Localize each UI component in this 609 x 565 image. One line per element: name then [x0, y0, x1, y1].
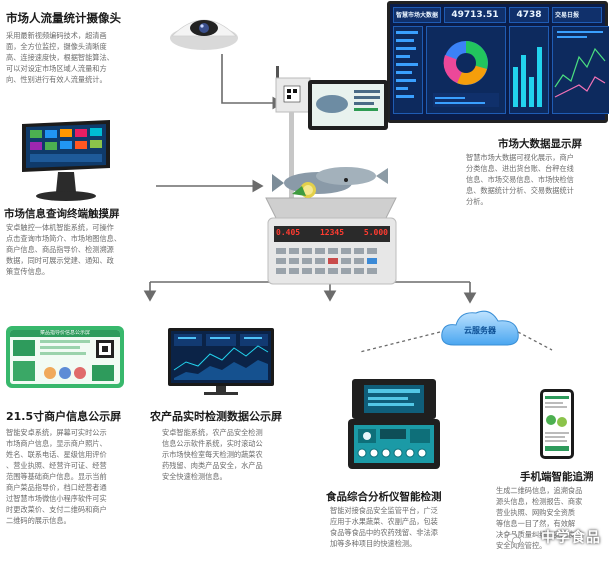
merchant-desc: 智能安卓系统，屏幕可实时公示 市场商户信息，显示商户照片、 姓名、联系电话、星级…	[6, 427, 156, 526]
scale-body-icon	[265, 66, 397, 285]
analyzer-desc-line: 应用于水果蔬菜、农副产品，包装	[330, 517, 438, 526]
merchant-desc-line: 、营业执照、经营许可证、经营	[6, 461, 107, 470]
merchant-desc-line: 二维码的展示信息。	[6, 516, 71, 525]
mobile-phone	[540, 389, 574, 459]
camera-desc-line: 高、连接速度快，根据智能算法、	[6, 53, 114, 62]
scale-price: 0.405	[276, 228, 301, 237]
wechat-icon	[507, 533, 521, 545]
produce-desc-line: 安全快速检测信息。	[162, 472, 227, 481]
bigdata-title: 市场大数据显示屏	[498, 138, 582, 150]
mobile-title: 手机端智能追溯	[520, 471, 594, 483]
merchant-info-screen: 菜品指导价信息公示屏	[6, 326, 124, 388]
mobile-desc-line: 营业执照、网购安全资质	[496, 508, 576, 517]
kiosk-desc-line: 安卓触控一体机智能系统，可操作	[6, 223, 114, 232]
cloud-label: 云服务器	[464, 326, 496, 335]
camera-desc-line: 面，全方位监控，摄像头清晰度	[6, 42, 107, 51]
merchant-title: 21.5寸商户信息公示屏	[6, 410, 122, 423]
analyzer-desc-line: 加等多种项目的快速检测。	[330, 539, 417, 548]
merchant-desc-line: 过智慧市场微信小程序软件可实	[6, 494, 107, 503]
bigscreen-line-icon	[554, 31, 606, 98]
mobile-desc-line: 等信息一目了然，有效解	[496, 519, 576, 528]
bigdata-screen: 智慧市场大数据 49713.51 4738 交易日报	[387, 1, 609, 123]
arrow-camera-to-scale	[221, 54, 284, 110]
cloud-icon	[441, 310, 519, 346]
merchant-desc-line: 商户菜品指导价，档口经营者通	[6, 483, 107, 492]
mobile-desc-line: 决食品质量纠纷，实现食品	[496, 530, 583, 539]
merchant-desc-line: 范围等基础商户信息。显示当前	[6, 472, 107, 481]
bigscreen-stat2: 4738	[509, 7, 549, 23]
smart-scale: 0.405 12345 5.000	[262, 58, 402, 294]
camera-desc-line: 采用最新视频编码技术，超清画	[6, 31, 107, 40]
kiosk-desc-line: 商户信息、商品指导价、检测溯源	[6, 245, 114, 254]
bigscreen-stat1: 49713.51	[444, 7, 506, 23]
merchant-desc-line: 市场商户信息，显示商户照片、	[6, 439, 107, 448]
dome-camera-icon	[170, 19, 238, 50]
bigscreen-panel-right: 交易日报	[552, 7, 602, 23]
produce-detection-monitor-icon	[168, 328, 274, 395]
camera-title: 市场人流量统计摄像头	[6, 11, 121, 25]
merchant-desc-line: 智能安卓系统，屏幕可实时公示	[6, 428, 107, 437]
cloud-server: 云服务器	[438, 305, 522, 351]
scale-total: 12345	[319, 228, 345, 237]
produce-desc: 安卓智能系统，农产品安全检测 信息公示软件系统，实时滚动公 示市场快检室每天检测…	[162, 427, 302, 482]
scale-weight: 5.000	[363, 228, 388, 237]
produce-title: 农产品实时检测数据公示屏	[150, 410, 282, 423]
bigscreen-side-list	[393, 26, 423, 114]
merchant-desc-line: 时更改菜价、支付二维码和商户	[6, 505, 107, 514]
bigdata-desc-line: 分析。	[466, 197, 488, 206]
kiosk-desc-line: 策宣传信息。	[6, 267, 50, 276]
kiosk-title: 市场信息查询终端触摸屏	[4, 208, 120, 220]
camera-desc-line: 可以对设定市场区域人流量和方	[6, 64, 107, 73]
produce-desc-line: 信息公示软件系统，实时滚动公	[162, 439, 263, 448]
phone-screen	[543, 392, 571, 456]
bigdata-desc: 智慧市场大数据可视化展示，商户 分类信息、进出货台账、台秤在线 信息、市场交易信…	[466, 152, 606, 207]
scale-led-display: 0.405 12345 5.000	[276, 228, 388, 240]
mobile-desc-line: 安全风险管控。	[496, 541, 547, 550]
mobile-desc-line: 生成二维码信息，追溯食品	[496, 486, 583, 495]
bigscreen-logo: 智慧市场大数据	[393, 7, 441, 23]
bigdata-desc-line: 息、数据统计分析、交易数据统计	[466, 186, 574, 195]
kiosk-touchscreen-icon	[22, 120, 110, 201]
merchant-desc-line: 姓名、联系电话、星级信用评价	[6, 450, 107, 459]
bigscreen-pie-chart	[426, 26, 506, 114]
analyzer-desc-line: 食品等食品中的农药残留、非法添	[330, 528, 438, 537]
produce-desc-line: 药残留、肉类产品安全，水产品	[162, 461, 263, 470]
kiosk-desc-line: 点击查询市场简介、市场地图信息、	[6, 234, 122, 243]
mobile-desc-line: 源头信息，检测报告、商家	[496, 497, 583, 506]
bigdata-desc-line: 分类信息、进出货台账、台秤在线	[466, 164, 574, 173]
analyzer-desc: 智能对接食品安全监管平台，广泛 应用于水果蔬菜、农副产品，包装 食品等食品中的农…	[330, 505, 480, 549]
bigscreen-pie-icon	[433, 41, 499, 107]
bigscreen-line-chart	[552, 26, 609, 114]
bigscreen-bars-icon	[513, 47, 542, 107]
watermark-text: 中学食品	[541, 530, 601, 546]
phone-screen-graphic	[545, 396, 569, 451]
bigdata-desc-line: 信息、市场交易信息、市场快检信	[466, 175, 574, 184]
merchant-screen-header: 菜品指导价信息公示屏	[10, 330, 120, 337]
analyzer-desc-line: 智能对接食品安全监管平台，广泛	[330, 506, 438, 515]
merchant-screen-content: 菜品指导价信息公示屏	[10, 330, 120, 384]
bigscreen-list-bars	[396, 31, 418, 98]
kiosk-desc-line: 数据，同时可展示党建、通知、政	[6, 256, 114, 265]
merchant-screen-graphic	[13, 340, 114, 381]
food-analyzer-case-icon	[348, 379, 440, 469]
produce-desc-line: 安卓智能系统，农产品安全检测	[162, 428, 263, 437]
camera-desc: 采用最新视频编码技术，超清画 面，全方位监控，摄像头清晰度 高、连接速度快，根据…	[6, 30, 166, 85]
camera-desc-line: 向、性别进行有效人流量统计。	[6, 75, 107, 84]
produce-desc-line: 示市场快检室每天检测的蔬菜农	[162, 450, 263, 459]
dashed-cloud-to-analyzer	[359, 331, 441, 353]
dashed-cloud-to-mobile	[517, 331, 553, 351]
analyzer-title: 食品综合分析仪智能检测	[326, 491, 442, 503]
bigdata-desc-line: 智慧市场大数据可视化展示，商户	[466, 153, 574, 162]
bigscreen-bar-chart	[509, 26, 549, 114]
kiosk-desc: 安卓触控一体机智能系统，可操作 点击查询市场简介、市场地图信息、 商户信息、商品…	[6, 222, 166, 277]
mobile-desc: 生成二维码信息，追溯食品 源头信息，检测报告、商家 营业执照、网购安全资质 等信…	[496, 485, 608, 551]
